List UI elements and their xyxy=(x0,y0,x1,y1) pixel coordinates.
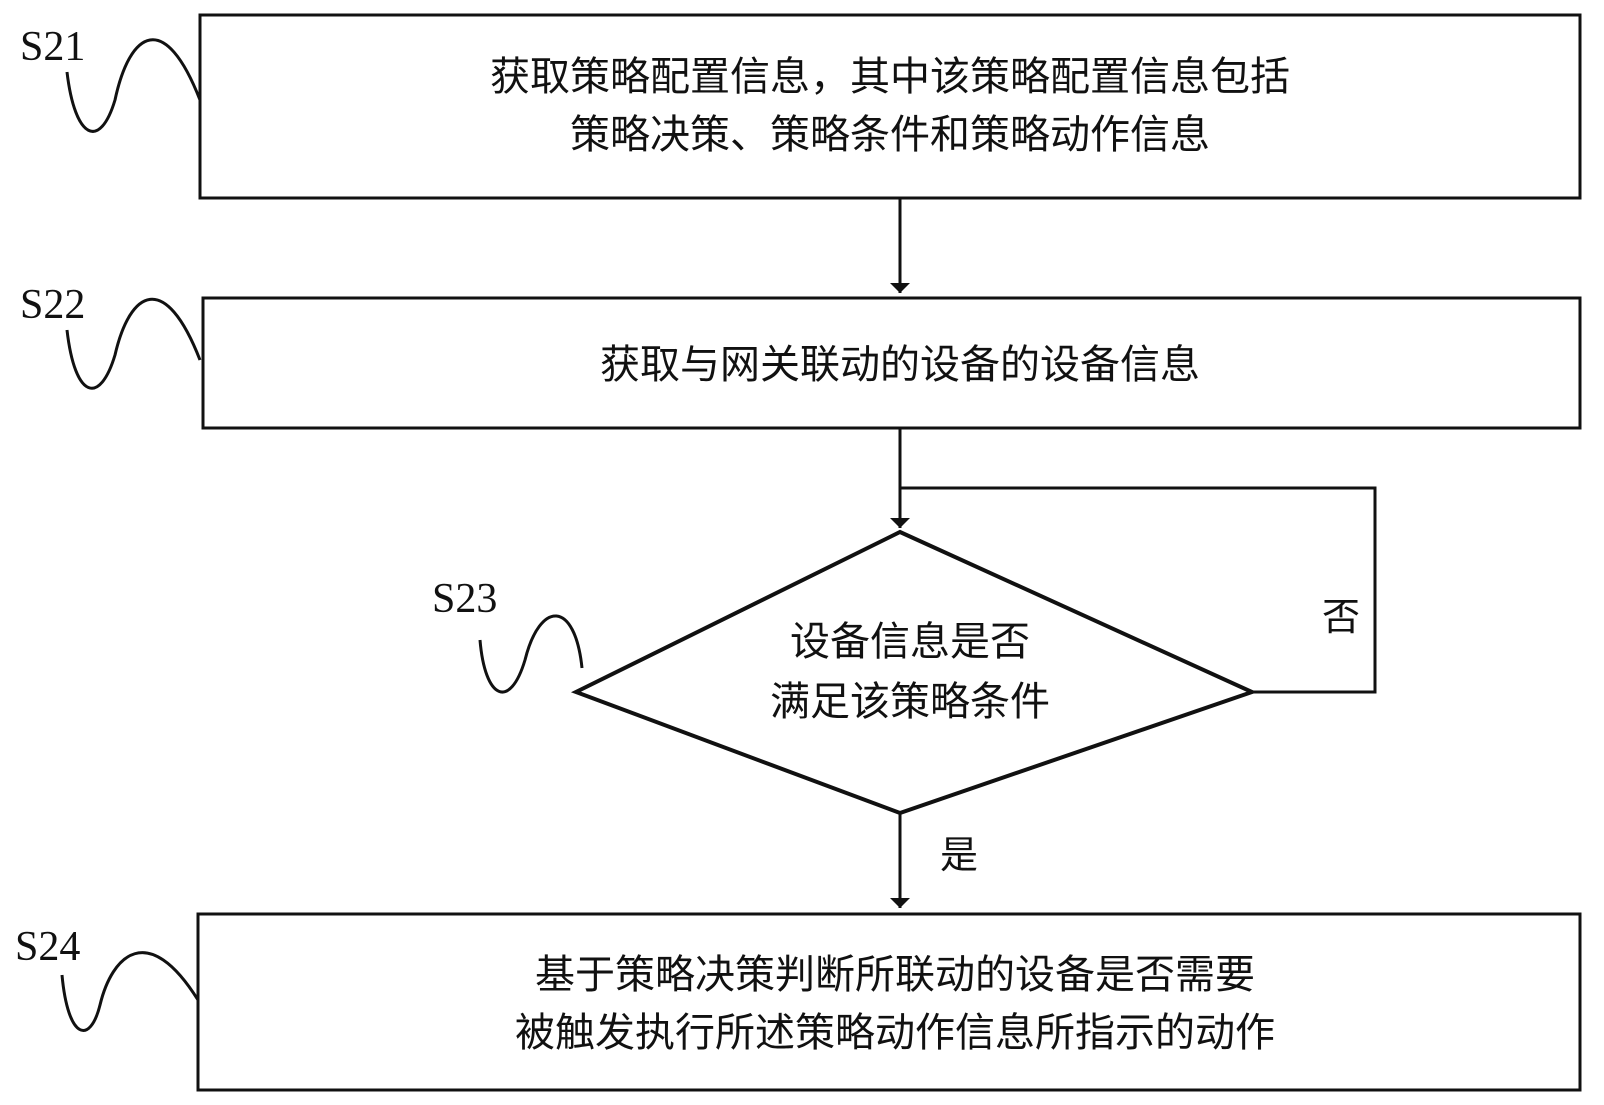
decision-text-line2: 满足该策略条件 xyxy=(770,679,1050,725)
process-text-s21-line2: 策略决策、策略条件和策略动作信息 xyxy=(570,112,1210,158)
step-connector-s23 xyxy=(478,614,584,694)
process-text-s24-line2: 被触发执行所述策略动作信息所指示的动作 xyxy=(515,1010,1275,1056)
branch-label-no: 否 xyxy=(1322,595,1360,639)
step-connector-s24 xyxy=(60,951,200,1032)
step-label-s23: S23 xyxy=(432,576,497,622)
process-text-s22: 获取与网关联动的设备的设备信息 xyxy=(600,342,1200,388)
step-label-s24: S24 xyxy=(15,924,80,970)
decision-diamond-s23 xyxy=(570,529,1258,816)
process-box-s22 xyxy=(201,296,1582,430)
step-label-s21: S21 xyxy=(20,24,85,70)
process-text-s21-line1: 获取策略配置信息，其中该策略配置信息包括 xyxy=(490,54,1290,100)
step-connector-s22 xyxy=(65,297,202,390)
process-box-s24 xyxy=(196,912,1582,1092)
step-connector-s21 xyxy=(65,38,202,133)
process-box-s21 xyxy=(198,13,1582,200)
branch-label-yes: 是 xyxy=(940,833,978,877)
step-label-s22: S22 xyxy=(20,282,85,328)
decision-text-line1: 设备信息是否 xyxy=(790,619,1030,665)
process-text-s24-line1: 基于策略决策判断所联动的设备是否需要 xyxy=(535,952,1255,998)
loop-line-no xyxy=(900,486,1377,694)
